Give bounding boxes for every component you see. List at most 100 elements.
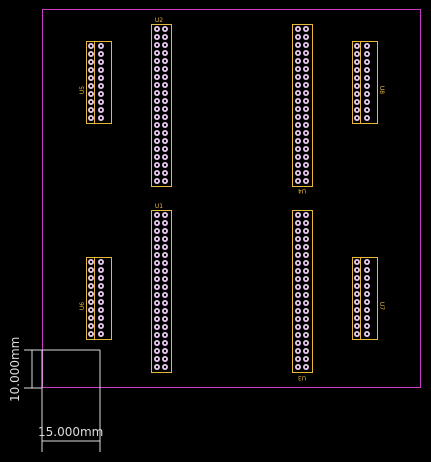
pad-hole: [304, 115, 308, 119]
component-u5[interactable]: U5: [79, 41, 112, 124]
pad-hole: [155, 309, 159, 313]
pad-hole: [163, 333, 167, 337]
pad-hole: [163, 285, 167, 289]
pad-hole: [155, 285, 159, 289]
pad-hole: [365, 332, 369, 336]
component-u8[interactable]: U8: [352, 41, 386, 124]
pad-hole: [296, 277, 300, 281]
pad-hole: [365, 84, 369, 88]
dimension-horizontal[interactable]: 15.000mm: [38, 350, 103, 452]
pad-hole: [99, 332, 103, 336]
pad-hole: [365, 284, 369, 288]
component-u2[interactable]: U2: [151, 17, 172, 187]
pad-hole: [365, 116, 369, 120]
pad-hole: [163, 139, 167, 143]
pad-hole: [296, 261, 300, 265]
pad-hole: [163, 341, 167, 345]
pad-hole: [163, 43, 167, 47]
pad-hole: [355, 316, 359, 320]
pad-hole: [365, 316, 369, 320]
pad-hole: [99, 108, 103, 112]
pad-hole: [304, 107, 308, 111]
pad-hole: [296, 67, 300, 71]
pad-hole: [163, 35, 167, 39]
pad-hole: [89, 60, 93, 64]
component-ref-label: U1: [155, 203, 163, 210]
component-ref-label: U7: [378, 302, 385, 310]
pad-hole: [304, 261, 308, 265]
dimension-horizontal-label: 15.000mm: [38, 425, 103, 439]
pad-hole: [89, 300, 93, 304]
pad-hole: [163, 155, 167, 159]
component-ref-label: U5: [79, 86, 86, 94]
pad-hole: [163, 325, 167, 329]
pad-hole: [163, 229, 167, 233]
pad-hole: [163, 365, 167, 369]
pad-hole: [296, 253, 300, 257]
pad-hole: [155, 229, 159, 233]
pad-hole: [89, 116, 93, 120]
pad-hole: [155, 163, 159, 167]
pad-hole: [163, 131, 167, 135]
pad-hole: [99, 292, 103, 296]
pad-hole: [304, 147, 308, 151]
pad-hole: [304, 325, 308, 329]
pad-hole: [155, 317, 159, 321]
pad-hole: [296, 131, 300, 135]
pad-hole: [365, 108, 369, 112]
pad-hole: [365, 324, 369, 328]
pad-hole: [296, 229, 300, 233]
pad-hole: [163, 349, 167, 353]
dimension-vertical[interactable]: 10.000mm: [8, 337, 100, 402]
pad-hole: [99, 52, 103, 56]
silkscreen-outline: [352, 41, 378, 124]
pad-hole: [355, 300, 359, 304]
pad-hole: [296, 123, 300, 127]
pad-hole: [355, 108, 359, 112]
component-u7[interactable]: U7: [352, 257, 386, 340]
pad-hole: [155, 91, 159, 95]
pad-hole: [355, 52, 359, 56]
pad-hole: [155, 333, 159, 337]
pad-hole: [163, 301, 167, 305]
pad-hole: [163, 75, 167, 79]
pad-hole: [304, 245, 308, 249]
pad-hole: [89, 292, 93, 296]
pad-hole: [296, 341, 300, 345]
pad-hole: [304, 179, 308, 183]
pad-hole: [89, 92, 93, 96]
pad-hole: [155, 35, 159, 39]
pad-hole: [99, 308, 103, 312]
component-u6[interactable]: U6: [79, 257, 112, 340]
pad-hole: [163, 277, 167, 281]
pad-hole: [355, 276, 359, 280]
pad-hole: [155, 83, 159, 87]
component-u1[interactable]: U1: [151, 203, 172, 373]
dimension-vertical-label: 10.000mm: [8, 337, 22, 402]
pad-hole: [365, 276, 369, 280]
pad-hole: [99, 316, 103, 320]
pad-hole: [89, 276, 93, 280]
pad-hole: [304, 221, 308, 225]
pad-hole: [99, 44, 103, 48]
board-outline[interactable]: [42, 9, 421, 388]
component-u3[interactable]: U3: [292, 210, 313, 382]
pad-hole: [89, 52, 93, 56]
pad-hole: [89, 332, 93, 336]
pad-hole: [99, 92, 103, 96]
silkscreen-outline: [151, 210, 172, 373]
pad-hole: [355, 308, 359, 312]
pad-hole: [296, 59, 300, 63]
pad-hole: [155, 131, 159, 135]
pad-hole: [155, 237, 159, 241]
pad-hole: [296, 245, 300, 249]
component-ref-label: U4: [298, 187, 306, 194]
pad-hole: [296, 221, 300, 225]
component-u4[interactable]: U4: [292, 24, 313, 195]
pad-hole: [296, 51, 300, 55]
pad-hole: [304, 35, 308, 39]
pad-hole: [163, 221, 167, 225]
pad-hole: [155, 357, 159, 361]
pad-hole: [89, 76, 93, 80]
